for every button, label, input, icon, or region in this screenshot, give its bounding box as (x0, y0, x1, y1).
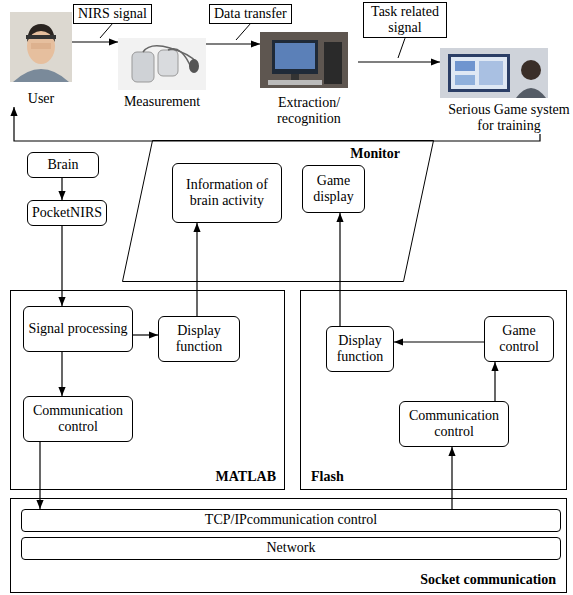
layer-band: TCP/IPcommunication control (21, 509, 561, 532)
callout-tail (100, 24, 112, 38)
photo-panel: Extraction/ recognition (260, 32, 358, 127)
stand (291, 74, 299, 80)
photo-panel: Measurement (118, 38, 206, 110)
group-heading: Flash (311, 469, 344, 485)
keyboard (268, 80, 322, 85)
arrow-connector (72, 41, 118, 42)
node-label: Display function (163, 323, 235, 355)
node-label: Information of brain activity (177, 177, 277, 209)
arrow-connector (61, 352, 62, 396)
process-box: Game control (484, 316, 554, 362)
process-box: Display function (326, 326, 394, 372)
photo-panel: User (10, 12, 72, 107)
photo-ground (118, 38, 206, 90)
arrow-connector (196, 223, 197, 316)
node-label: Brain (47, 157, 78, 173)
node-label: Signal processing (28, 321, 127, 337)
player-shoulders (516, 88, 546, 98)
game-panel (455, 75, 475, 85)
parallelogram-outline (123, 141, 434, 282)
arrow-connector (451, 447, 452, 509)
arrow-connector (394, 341, 484, 342)
node-label: Communication control (404, 408, 504, 440)
arrow-connector (206, 43, 260, 44)
process-box: Brain (27, 152, 99, 178)
callout-tail (398, 38, 405, 58)
callout-label: Data transfer (209, 4, 292, 24)
arrow-connector (61, 226, 62, 306)
photo-ground (10, 12, 72, 82)
module-box: Flash Display function Game controlCommuni… (300, 290, 567, 490)
node-label: Serious Game system for training (440, 102, 573, 134)
process-box: Communication control (399, 401, 509, 447)
hair (27, 24, 55, 42)
module-box: MATLAB Signal processing Display functionC… (10, 290, 285, 490)
game-photo (440, 48, 548, 98)
node-label: Measurement (124, 94, 200, 110)
arrow-connector (339, 213, 340, 326)
group-heading: MATLAB (216, 469, 276, 485)
process-box: Signal processing (23, 306, 133, 352)
node-label: User (28, 91, 54, 107)
photo-panel: Serious Game system for training (440, 48, 573, 134)
user-photo (10, 12, 72, 82)
measurement-photo (118, 38, 206, 90)
process-box: PocketNIRS (27, 200, 107, 226)
group-heading: Monitor (350, 146, 400, 162)
probe (189, 59, 199, 73)
cable (143, 46, 196, 62)
callout-tail (236, 24, 250, 40)
layer-band: Network (21, 537, 561, 560)
arrow-connector (61, 178, 62, 200)
photo-ground (440, 48, 548, 98)
screen (451, 57, 507, 89)
process-box: Display function (158, 316, 240, 362)
callout-label: Task related signal (363, 2, 447, 38)
group-heading: Socket communication (420, 572, 556, 588)
cable (168, 49, 192, 70)
node-label: TCP/IPcommunication control (205, 512, 377, 528)
device (158, 50, 178, 76)
game-panel (455, 61, 475, 71)
node-label: Game display (307, 173, 360, 205)
node-label: Extraction/ recognition (260, 95, 358, 127)
screen (275, 43, 315, 69)
device (132, 52, 154, 82)
process-box: Information of brain activity (172, 163, 282, 223)
player-head (521, 60, 541, 80)
photo-ground (260, 32, 348, 88)
module-box: Socket communication TCP/IPcommunication … (10, 498, 567, 593)
node-label: Communication control (28, 403, 128, 435)
face-blur (31, 43, 51, 49)
monitor (448, 54, 510, 92)
process-box: Game display (302, 165, 365, 213)
game-panel (479, 61, 503, 85)
arrow-connector (133, 334, 158, 335)
arrow-connector (358, 61, 440, 62)
node-label: Display function (331, 333, 389, 365)
headband (26, 35, 56, 39)
monitor-parallelogram: MonitorInformation of brain activity Game… (122, 140, 434, 282)
node-label: Game control (489, 323, 549, 355)
callout-label: NIRS signal (73, 4, 152, 24)
node-label: Network (267, 540, 316, 556)
shirt (13, 69, 69, 82)
monitor (272, 40, 318, 74)
node-label: PocketNIRS (32, 205, 102, 221)
arrow-connector (494, 362, 495, 401)
tower (324, 42, 342, 84)
extraction-photo (260, 32, 348, 88)
process-box: Communication control (23, 396, 133, 442)
